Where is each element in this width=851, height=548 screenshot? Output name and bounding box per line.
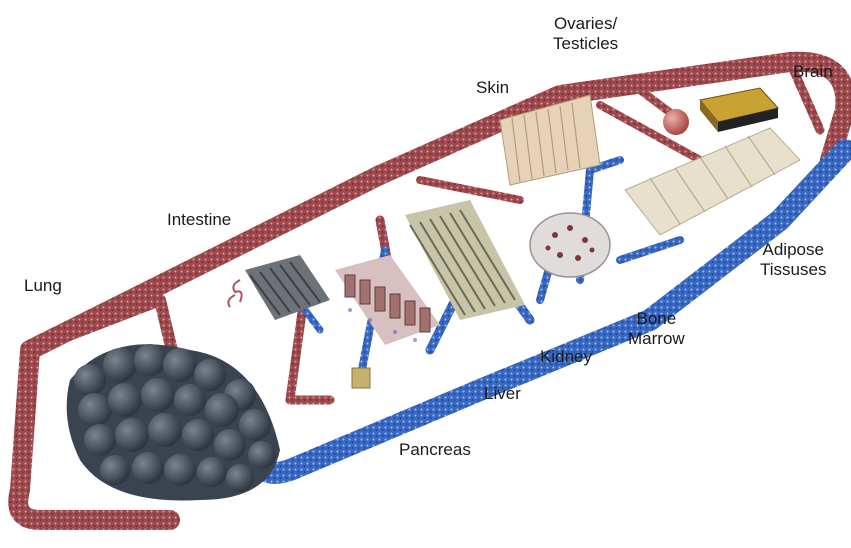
label-kidney: Kidney (540, 347, 592, 367)
liver-module (335, 255, 440, 345)
label-ovaries-testicles: Ovaries/ Testicles (553, 14, 618, 54)
label-liver: Liver (484, 384, 521, 404)
label-ovaries-line1: Ovaries/ (553, 14, 618, 34)
lung-tissue (67, 344, 280, 501)
label-pancreas: Pancreas (399, 440, 471, 460)
label-adipose-tissues: Adipose Tissuses (760, 240, 826, 280)
label-bone-marrow: Bone Marrow (628, 309, 685, 349)
label-intestine: Intestine (167, 210, 231, 230)
label-lung: Lung (24, 276, 62, 296)
label-adipose-line1: Adipose (760, 240, 826, 260)
label-bone-marrow-line1: Bone (628, 309, 685, 329)
label-adipose-line2: Tissuses (760, 260, 826, 280)
label-skin: Skin (476, 78, 509, 98)
brain-module (700, 88, 778, 132)
intestine-module (228, 255, 330, 320)
label-ovaries-line2: Testicles (553, 34, 618, 54)
pancreas-module (352, 368, 370, 388)
ovary-sphere (663, 109, 689, 135)
label-brain: Brain (793, 62, 833, 82)
label-bone-marrow-line2: Marrow (628, 329, 685, 349)
bone-marrow-module (530, 213, 610, 277)
